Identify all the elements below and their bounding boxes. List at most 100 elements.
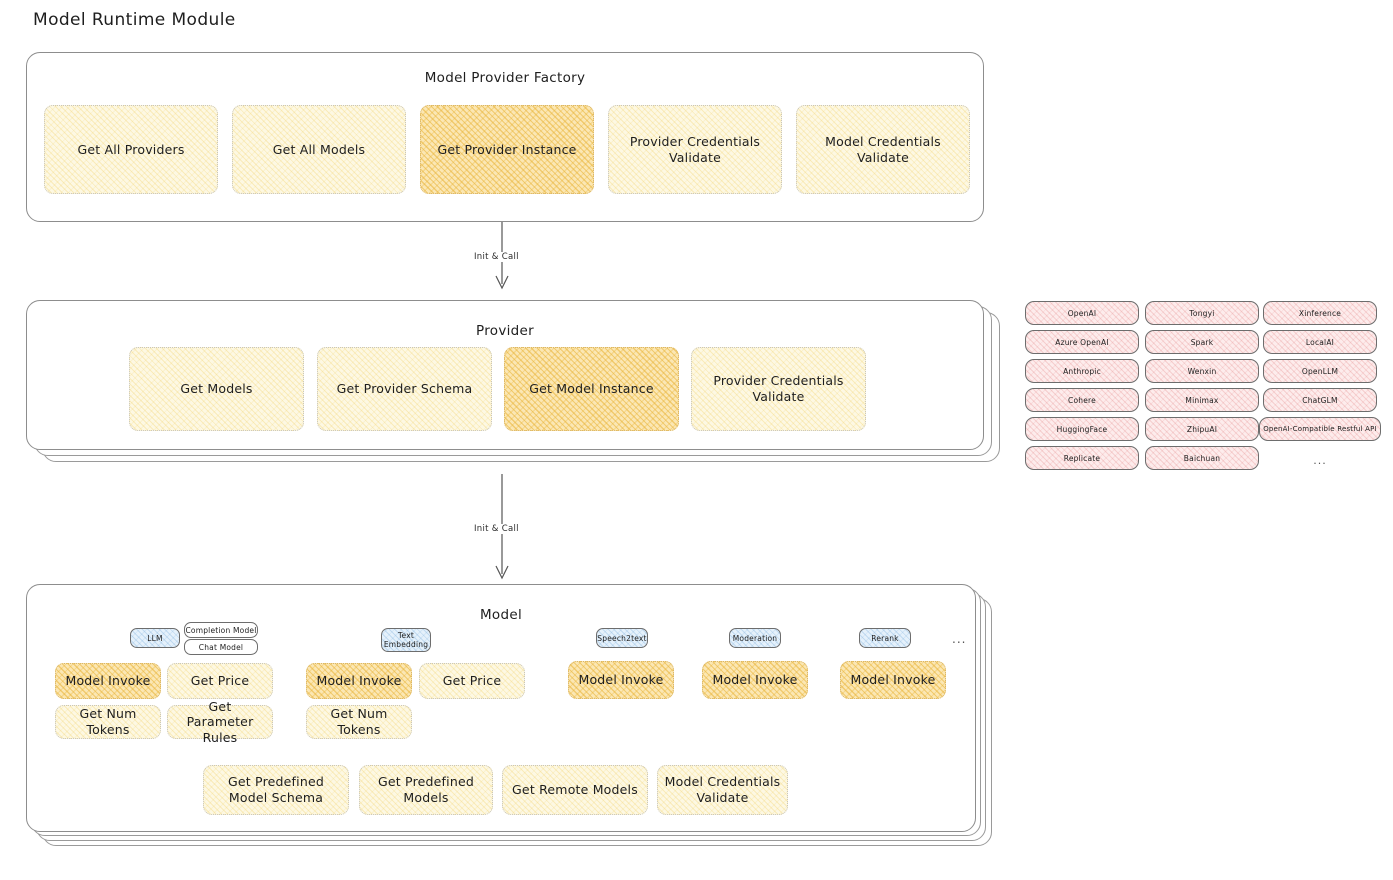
- model-speech2text-box-model-invoke[interactable]: Model Invoke: [568, 661, 674, 699]
- provider-title: Provider: [476, 323, 534, 339]
- model-box-label: Model Invoke: [712, 672, 798, 688]
- model-llm-box-get-num-tokens[interactable]: Get Num Tokens: [55, 705, 161, 739]
- provider-box-label: Provider Credentials Validate: [713, 373, 844, 404]
- provider-tag-cohere[interactable]: Cohere: [1025, 388, 1139, 412]
- model-llm-box-get-price[interactable]: Get Price: [167, 663, 273, 699]
- provider-tag-label: OpenAI-Compatible Restful API: [1263, 425, 1377, 433]
- provider-tag-label: Wenxin: [1187, 366, 1217, 376]
- model-box-label: Get Remote Models: [512, 782, 638, 798]
- model-subtag-label: Chat Model: [198, 642, 244, 652]
- provider-box-label: Get Models: [180, 381, 253, 397]
- provider-tag-label: LocalAI: [1305, 337, 1335, 347]
- factory-box-label: Provider Credentials Validate: [629, 133, 761, 165]
- factory-box-label: Get Provider Instance: [437, 141, 577, 157]
- factory-box-get-all-models[interactable]: Get All Models: [232, 105, 406, 194]
- model-types-more: ...: [952, 632, 967, 646]
- provider-tag-more: ...: [1263, 450, 1377, 470]
- model-box-label: Get Predefined Models: [378, 774, 474, 805]
- provider-tag-openai[interactable]: OpenAI: [1025, 301, 1139, 325]
- factory-box-label: Get All Providers: [77, 141, 185, 157]
- provider-box-label: Get Model Instance: [529, 381, 654, 397]
- provider-box-provider-credentials-validate[interactable]: Provider Credentials Validate: [691, 347, 866, 431]
- model-moderation-box-model-invoke[interactable]: Model Invoke: [702, 661, 808, 699]
- model-title: Model: [479, 607, 523, 623]
- provider-tag-huggingface[interactable]: HuggingFace: [1025, 417, 1139, 441]
- model-type-label: Rerank: [871, 633, 899, 643]
- model-rerank-box-model-invoke[interactable]: Model Invoke: [840, 661, 946, 699]
- model-type-tag-speech2text[interactable]: Speech2text: [596, 628, 648, 648]
- provider-tag-openai-compatible-restful-api[interactable]: OpenAI-Compatible Restful API: [1259, 417, 1381, 441]
- factory-box-label: Get All Models: [272, 141, 366, 157]
- provider-tag-localai[interactable]: LocalAI: [1263, 330, 1377, 354]
- factory-box-provider-credentials-validate[interactable]: Provider Credentials Validate: [608, 105, 782, 194]
- model-subtag-completion-model[interactable]: Completion Model: [184, 622, 258, 638]
- model-text-embedding-box-model-invoke[interactable]: Model Invoke: [306, 663, 412, 699]
- provider-tag-label: Replicate: [1063, 453, 1101, 463]
- provider-box-get-provider-schema[interactable]: Get Provider Schema: [317, 347, 492, 431]
- provider-tag-chatglm[interactable]: ChatGLM: [1263, 388, 1377, 412]
- page-title: Model Runtime Module: [33, 10, 236, 30]
- model-llm-box-get-parameter-rules[interactable]: Get Parameter Rules: [167, 699, 273, 745]
- provider-tag-label: ZhipuAI: [1186, 424, 1218, 434]
- provider-tag-minimax[interactable]: Minimax: [1145, 388, 1259, 412]
- provider-tag-azure-openai[interactable]: Azure OpenAI: [1025, 330, 1139, 354]
- model-type-label: Text Embedding: [383, 631, 429, 649]
- model-box-label: Model Invoke: [65, 673, 151, 689]
- model-common-box-model-credentials-validate[interactable]: Model Credentials Validate: [657, 765, 788, 815]
- factory-box-model-credentials-validate[interactable]: Model Credentials Validate: [796, 105, 970, 194]
- factory-box-get-all-providers[interactable]: Get All Providers: [44, 105, 218, 194]
- model-type-label: Moderation: [732, 633, 778, 643]
- model-box-label: Get Num Tokens: [79, 706, 137, 737]
- model-common-box-get-predefined-model-schema[interactable]: Get Predefined Model Schema: [203, 765, 349, 815]
- model-box-label: Model Invoke: [316, 673, 402, 689]
- model-common-box-get-remote-models[interactable]: Get Remote Models: [502, 765, 648, 815]
- provider-tag-label: OpenLLM: [1301, 366, 1339, 376]
- provider-tag-wenxin[interactable]: Wenxin: [1145, 359, 1259, 383]
- model-box-label: Model Invoke: [578, 672, 664, 688]
- model-subtag-label: Completion Model: [185, 625, 257, 635]
- model-box-label: Get Predefined Model Schema: [228, 774, 324, 805]
- provider-tag-zhipuai[interactable]: ZhipuAI: [1145, 417, 1259, 441]
- provider-tag-label: Azure OpenAI: [1055, 337, 1109, 347]
- model-box-label: Model Credentials Validate: [664, 774, 781, 805]
- model-type-tag-rerank[interactable]: Rerank: [859, 628, 911, 648]
- provider-box-label: Get Provider Schema: [336, 381, 473, 397]
- model-box-label: Get Num Tokens: [330, 706, 388, 737]
- provider-tag-tongyi[interactable]: Tongyi: [1145, 301, 1259, 325]
- arrow-label-init-and-call-2: Init & Call: [471, 524, 522, 534]
- model-type-tag-text-embedding[interactable]: Text Embedding: [381, 628, 431, 652]
- provider-tag-label: Tongyi: [1189, 308, 1215, 318]
- provider-tag-label: Xinference: [1298, 308, 1342, 318]
- model-text-embedding-box-get-price[interactable]: Get Price: [419, 663, 525, 699]
- factory-box-get-provider-instance[interactable]: Get Provider Instance: [420, 105, 594, 194]
- provider-tag-anthropic[interactable]: Anthropic: [1025, 359, 1139, 383]
- provider-tag-replicate[interactable]: Replicate: [1025, 446, 1139, 470]
- model-llm-box-model-invoke[interactable]: Model Invoke: [55, 663, 161, 699]
- model-type-tag-llm[interactable]: LLM: [130, 628, 180, 648]
- model-type-tag-moderation[interactable]: Moderation: [729, 628, 781, 648]
- provider-tag-label: ChatGLM: [1302, 395, 1338, 405]
- model-subtag-chat-model[interactable]: Chat Model: [184, 639, 258, 655]
- model-type-label: Speech2text: [597, 633, 647, 643]
- provider-tag-label: Spark: [1190, 337, 1214, 347]
- arrow-label-init-and-call-1: Init & Call: [471, 252, 522, 262]
- factory-box-label: Model Credentials Validate: [825, 133, 941, 165]
- model-text-embedding-box-get-num-tokens[interactable]: Get Num Tokens: [306, 705, 412, 739]
- provider-tag-baichuan[interactable]: Baichuan: [1145, 446, 1259, 470]
- model-box-label: Get Price: [442, 673, 502, 689]
- model-common-box-get-predefined-models[interactable]: Get Predefined Models: [359, 765, 493, 815]
- provider-tag-openllm[interactable]: OpenLLM: [1263, 359, 1377, 383]
- provider-box-get-model-instance[interactable]: Get Model Instance: [504, 347, 679, 431]
- provider-tag-label: OpenAI: [1067, 308, 1097, 318]
- provider-tag-label: HuggingFace: [1056, 424, 1108, 434]
- model-box-label: Model Invoke: [850, 672, 936, 688]
- provider-tag-label: Baichuan: [1183, 453, 1221, 463]
- provider-tag-label: Minimax: [1185, 395, 1219, 405]
- provider-tag-label: ...: [1313, 453, 1327, 467]
- provider-tag-spark[interactable]: Spark: [1145, 330, 1259, 354]
- model-provider-factory-title: Model Provider Factory: [424, 70, 586, 86]
- provider-box-get-models[interactable]: Get Models: [129, 347, 304, 431]
- provider-tag-xinference[interactable]: Xinference: [1263, 301, 1377, 325]
- provider-tag-label: Cohere: [1068, 395, 1096, 405]
